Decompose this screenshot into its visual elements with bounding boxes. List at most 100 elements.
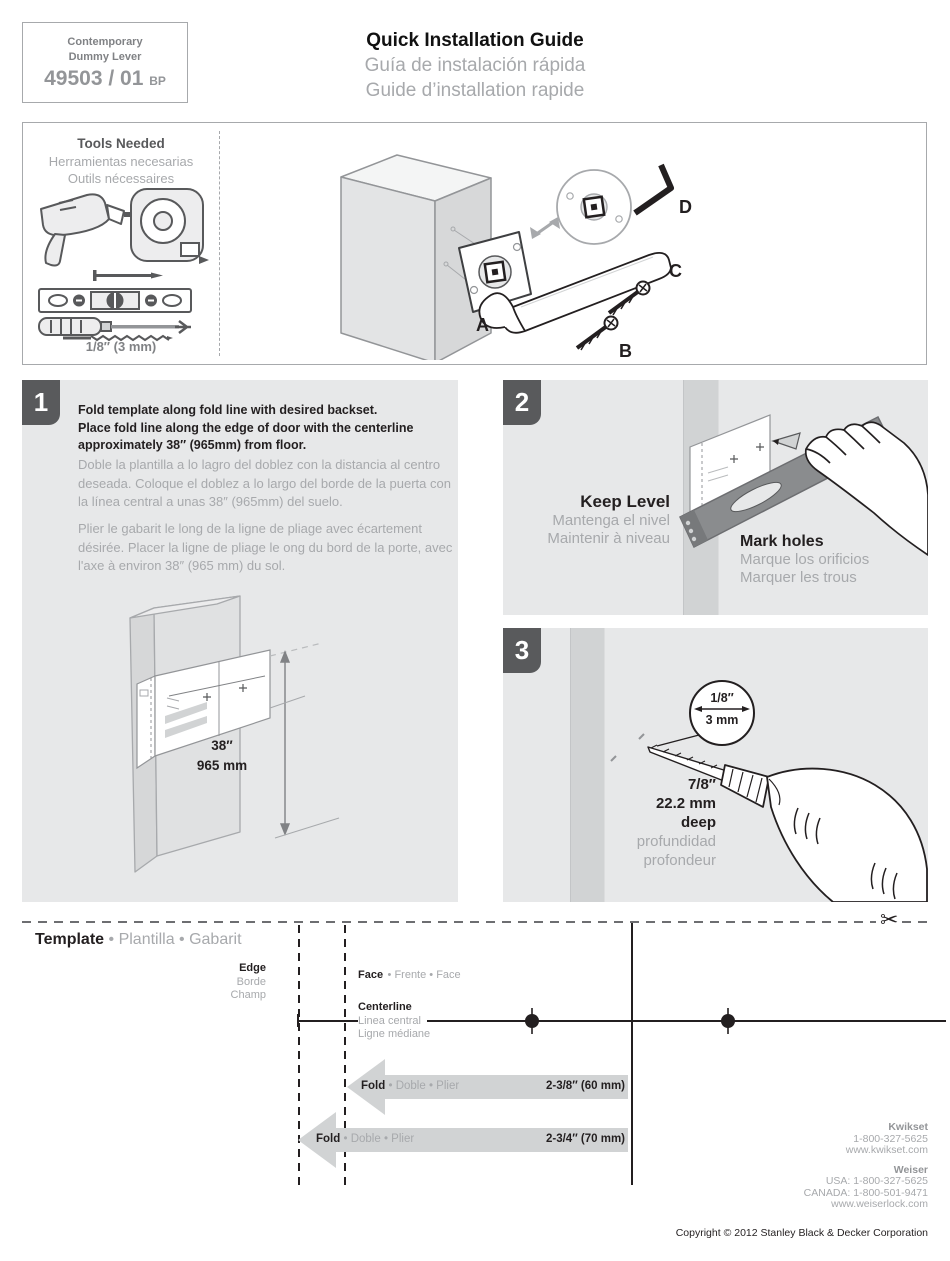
template-title: Template • Plantilla • Gabarit xyxy=(35,931,242,949)
kwikset-phone: 1-800-327-5625 xyxy=(853,1132,928,1145)
part-label-a: A xyxy=(476,315,489,335)
centerline-label: Centerline Linea central Ligne médiane xyxy=(358,1001,430,1042)
step1-number-badge: 1 xyxy=(22,380,60,425)
edge-es: Borde xyxy=(236,975,266,988)
drill-target-marker xyxy=(721,1008,735,1034)
depth-word: deep xyxy=(680,814,716,831)
screw-icon xyxy=(575,315,619,351)
lever-handle xyxy=(478,251,672,334)
dimension-arrow xyxy=(269,650,340,839)
tape-measure-icon xyxy=(130,188,209,264)
centerline-rule xyxy=(298,1020,946,1022)
centerline-fr: Ligne médiane xyxy=(358,1028,431,1040)
level-icon xyxy=(38,288,192,313)
depth-fr: profondeur xyxy=(643,852,716,869)
height-mm: 965 mm xyxy=(196,758,248,773)
depth-inches: 7/8″ xyxy=(687,776,716,793)
backset-70mm: 2-3/4″ (70 mm) xyxy=(545,1133,625,1145)
weiser-canada-phone: CANADA: 1-800-501-9471 xyxy=(803,1186,928,1199)
screws xyxy=(575,280,651,351)
centerline-es: Linea central xyxy=(358,1014,427,1028)
step1-instructions-es: Doble la plantilla a lo lagro del doblez… xyxy=(78,457,451,509)
door-block xyxy=(340,154,492,360)
keep-level-en: Keep Level xyxy=(580,492,670,511)
face-en: Face xyxy=(358,969,384,981)
tools-heading-en: Tools Needed xyxy=(77,136,165,151)
product-name-line1: Contemporary xyxy=(67,35,143,48)
page-title-es: Guía de instalación rápida xyxy=(364,55,586,76)
edge-fr: Champ xyxy=(230,989,266,1001)
step1-instructions-en: Fold template along fold line with desir… xyxy=(78,402,454,455)
round-rosette xyxy=(556,169,632,245)
fold-60mm-label: Fold • Doble • Plier xyxy=(361,1080,459,1092)
fold-en: Fold xyxy=(316,1133,341,1145)
weiser-name: Weiser xyxy=(893,1163,928,1176)
mark-holes-fr: Marquer les trous xyxy=(740,569,857,586)
nail-icon xyxy=(93,270,163,281)
fold-en: Fold xyxy=(361,1080,386,1092)
parts-diagram: A B C D xyxy=(340,154,692,360)
screwdriver-icon xyxy=(38,317,191,336)
door-height-diagram xyxy=(129,595,340,873)
face-translations: • Frente • Face xyxy=(387,969,461,981)
tools-icons xyxy=(38,188,209,336)
product-model: 49503 / 01 BP xyxy=(44,67,166,91)
scissors-icon: ✂ xyxy=(876,906,903,934)
drill-bit-size-label: 1/8″ (3 mm) xyxy=(85,339,157,354)
step1-panel: 1 Fold template along fold line with des… xyxy=(22,380,458,902)
model-number: 49503 / 01 xyxy=(44,66,144,90)
fold-arrow-60mm xyxy=(347,1059,628,1115)
weiser-usa-phone: USA: 1-800-327-5625 xyxy=(825,1175,928,1187)
step1-en-line3: approximately 38″ (965mm) from floor. xyxy=(78,438,307,452)
depth-mm: 22.2 mm xyxy=(655,795,716,812)
fold-translations: • Doble • Plier xyxy=(388,1080,460,1092)
level-diagram xyxy=(679,414,928,556)
page-title-block: Quick Installation Guide Guía de instala… xyxy=(0,28,950,103)
fold-70mm-label: Fold • Doble • Plier xyxy=(316,1133,414,1145)
mark-holes-es: Marque los orificios xyxy=(740,551,870,568)
door-edge xyxy=(570,628,605,902)
tools-heading: Tools Needed Herramientas necesarias Out… xyxy=(23,135,219,187)
template-sheet xyxy=(689,414,771,516)
part-label-b: B xyxy=(619,341,632,360)
keep-level-fr: Maintenir à niveau xyxy=(547,530,670,547)
folded-template xyxy=(136,642,323,770)
drill-bit-icon xyxy=(63,334,173,342)
cut-line xyxy=(22,921,928,923)
callout-inches: 1/8″ xyxy=(710,691,734,705)
step2-number-badge: 2 xyxy=(503,380,541,425)
drill-icon xyxy=(40,193,133,267)
step3-panel: 3 1/8″ 3 mm xyxy=(503,628,928,902)
product-box: Contemporary Dummy Lever 49503 / 01 BP xyxy=(22,22,188,103)
copyright-notice: Copyright © 2012 Stanley Black & Decker … xyxy=(675,1227,928,1239)
keep-level-label: Keep Level Mantenga el nivel Maintenir à… xyxy=(510,492,670,548)
swap-arrows-icon xyxy=(530,217,560,239)
fold-translations: • Doble • Plier xyxy=(343,1133,415,1145)
step1-en-line1: Fold template along fold line with desir… xyxy=(78,403,378,417)
face-label: Face • Frente • Face xyxy=(358,965,461,983)
weiser-website: www.weiserlock.com xyxy=(831,1198,928,1210)
square-rosette xyxy=(458,231,532,313)
dashed-divider xyxy=(219,131,220,356)
callout-mm: 3 mm xyxy=(705,713,739,727)
depth-es: profundidad xyxy=(636,833,716,850)
keep-level-es: Mantenga el nivel xyxy=(552,512,670,529)
step2-panel: 2 Keep Level Mantenga el nivel Maintenir… xyxy=(503,380,928,615)
fold-line-70mm xyxy=(298,925,300,1187)
step3-number-badge: 3 xyxy=(503,628,541,673)
callout-leader xyxy=(656,734,700,747)
edge-label: Edge Borde Champ xyxy=(148,962,266,1003)
drill-bit-callout: 1/8″ 3 mm xyxy=(689,680,755,746)
pencil-marks xyxy=(610,733,645,762)
kwikset-name: Kwikset xyxy=(888,1121,928,1133)
drill-target-marker xyxy=(525,1008,539,1034)
fold-arrow-70mm xyxy=(298,1112,628,1168)
tools-section: Tools Needed Herramientas necesarias Out… xyxy=(22,122,927,365)
model-suffix: BP xyxy=(149,73,166,88)
kwikset-website: www.kwikset.com xyxy=(845,1144,928,1156)
width-arrow xyxy=(694,706,750,712)
tools-heading-fr: Outils nécessaires xyxy=(67,171,175,186)
allen-key-icon xyxy=(633,163,674,216)
tools-heading-es: Herramientas necesarias xyxy=(48,154,194,169)
drill-body xyxy=(647,744,928,902)
